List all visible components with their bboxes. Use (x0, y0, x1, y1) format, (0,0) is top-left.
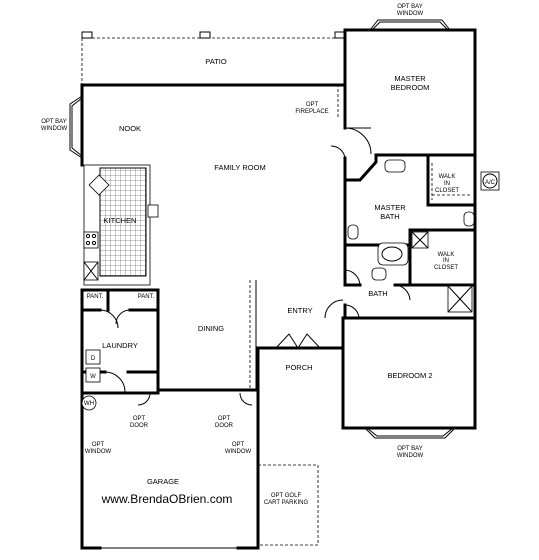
opt-bay-window-left-label-2: WINDOW (41, 126, 68, 132)
opt-window-right-label-1: OPT (232, 442, 245, 448)
nook-label: NOOK (119, 124, 141, 133)
walk-in-closet-2-label-3: CLOSET (434, 265, 458, 271)
master-bedroom-label-1: MASTER (394, 74, 426, 83)
water-heater-label: WH (84, 401, 94, 407)
ac-unit (480, 171, 500, 191)
opt-door-left-label-2: DOOR (130, 423, 149, 429)
opt-door-left-label-1: OPT (133, 416, 146, 422)
opt-bay-window-top-label-1: OPT BAY (397, 4, 422, 10)
walk-in-closet-1-label-2: IN (444, 181, 450, 187)
ac-label: A/C (485, 180, 496, 186)
opt-golf-cart-parking-label-1: OPT GOLF (271, 493, 302, 499)
fireplace (322, 84, 339, 118)
family-room-label: FAMILY ROOM (214, 163, 265, 172)
porch-label: PORCH (285, 363, 312, 372)
doors (99, 127, 411, 406)
opt-bay-window-top-label-2: WINDOW (397, 11, 424, 17)
walk-in-closet-1-label-3: CLOSET (435, 188, 459, 194)
dining-label: DINING (198, 324, 224, 333)
opt-bay-window-left-label-1: OPT BAY (41, 119, 66, 125)
laundry-label: LAUNDRY (102, 341, 138, 350)
opt-door-right-label-2: DOOR (215, 423, 234, 429)
bath-label: BATH (368, 289, 387, 298)
washer-label: W (90, 374, 96, 380)
opt-bay-window-bottom-label-2: WINDOW (397, 453, 424, 459)
bedroom-2-label: BEDROOM 2 (387, 371, 432, 380)
entry-label: ENTRY (287, 306, 312, 315)
bay-window-top (369, 19, 451, 31)
walk-in-closet-2-label-1: WALK (438, 252, 455, 258)
kitchen-area (83, 164, 159, 286)
pantry-2-label: PANT. (138, 294, 155, 300)
opt-door-right-label-1: OPT (218, 416, 231, 422)
opt-fireplace-label-1: OPT (306, 102, 319, 108)
opt-window-left-label-2: WINDOW (85, 449, 112, 455)
bay-window-left (69, 95, 83, 159)
pantry-1-label: PANT. (87, 294, 104, 300)
opt-window-left-label-1: OPT (92, 442, 105, 448)
garage-label: GARAGE (147, 477, 179, 486)
golf-cart-parking-outline (258, 464, 319, 546)
master-bath-fixtures (347, 159, 475, 313)
opt-bay-window-bottom-label-1: OPT BAY (397, 446, 422, 452)
watermark-text: www.BrendaOBrien.com (101, 492, 233, 506)
patio-label: PATIO (205, 57, 227, 66)
walk-in-closet-2-label-2: IN (443, 258, 449, 264)
dryer-label: D (91, 356, 96, 362)
opt-window-right-label-2: WINDOW (225, 449, 252, 455)
bay-window-bottom (364, 427, 456, 439)
master-bedroom-label-2: BEDROOM (391, 83, 430, 92)
master-bath-label-2: BATH (380, 212, 399, 221)
opt-golf-cart-parking-label-2: CART PARKING (264, 500, 309, 506)
laundry-fixtures (81, 349, 101, 411)
kitchen-label: KITCHEN (104, 216, 137, 225)
walk-in-closet-1-label-1: WALK (439, 174, 456, 180)
master-bath-label-1: MASTER (374, 203, 406, 212)
interior-walls (80, 83, 477, 392)
opt-fireplace-label-2: FIREPLACE (295, 109, 328, 115)
